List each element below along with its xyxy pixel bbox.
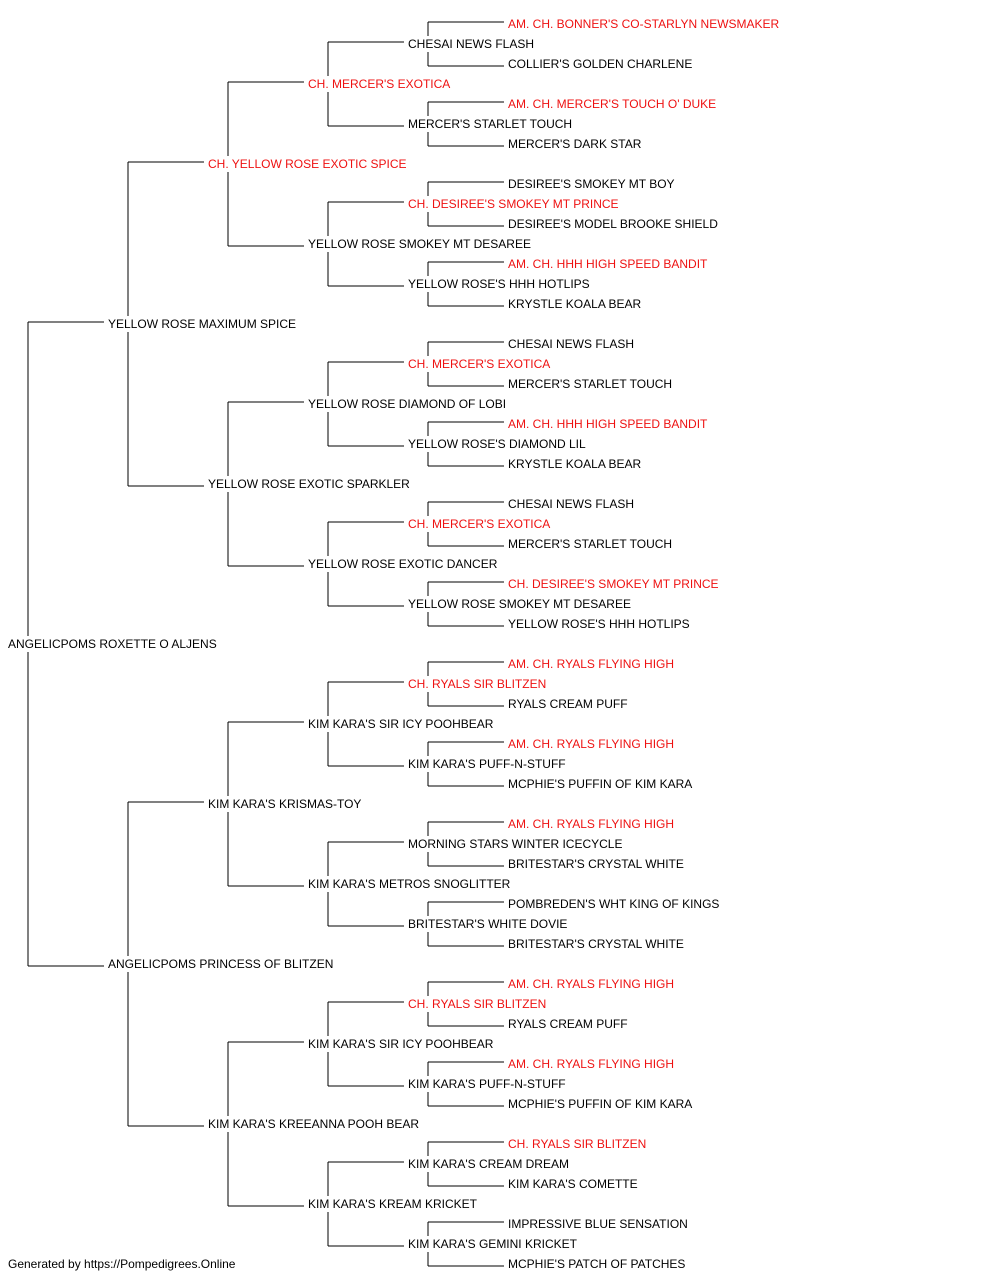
dog-name-gen4: CH. MERCER'S EXOTICA	[408, 517, 551, 531]
dog-name-gen5: CHESAI NEWS FLASH	[508, 497, 635, 511]
dog-name-gen4: CHESAI NEWS FLASH	[408, 37, 535, 51]
dog-name-gen2: YELLOW ROSE EXOTIC SPARKLER	[208, 477, 410, 491]
dog-name-gen4: BRITESTAR'S WHITE DOVIE	[408, 917, 568, 931]
dog-name-gen5: AM. CH. RYALS FLYING HIGH	[508, 977, 675, 991]
dog-name-gen5: AM. CH. RYALS FLYING HIGH	[508, 737, 675, 751]
dog-name-gen5: RYALS CREAM PUFF	[508, 1017, 628, 1031]
dog-name-gen4: YELLOW ROSE'S DIAMOND LIL	[408, 437, 586, 451]
dog-name-gen5: MCPHIE'S PATCH OF PATCHES	[508, 1257, 686, 1271]
dog-name-gen4: CH. DESIREE'S SMOKEY MT PRINCE	[408, 197, 619, 211]
dog-name-gen5: POMBREDEN'S WHT KING OF KINGS	[508, 897, 720, 911]
dog-name-gen4: MERCER'S STARLET TOUCH	[408, 117, 573, 131]
dog-name-gen1: YELLOW ROSE MAXIMUM SPICE	[108, 317, 297, 331]
dog-name-gen5: MCPHIE'S PUFFIN OF KIM KARA	[508, 1097, 693, 1111]
dog-name-gen5: AM. CH. RYALS FLYING HIGH	[508, 817, 675, 831]
dog-name-gen3: CH. MERCER'S EXOTICA	[308, 77, 451, 91]
dog-name-gen5: KIM KARA'S COMETTE	[508, 1177, 638, 1191]
dog-name-gen5: MERCER'S STARLET TOUCH	[508, 537, 673, 551]
dog-name-gen5: MERCER'S STARLET TOUCH	[508, 377, 673, 391]
dog-name-gen3: YELLOW ROSE SMOKEY MT DESAREE	[308, 237, 531, 251]
dog-name-gen0: ANGELICPOMS ROXETTE O ALJENS	[8, 637, 217, 651]
dog-name-gen5: DESIREE'S MODEL BROOKE SHIELD	[508, 217, 718, 231]
dog-name-gen3: YELLOW ROSE EXOTIC DANCER	[308, 557, 498, 571]
dog-name-gen5: KRYSTLE KOALA BEAR	[508, 457, 642, 471]
dog-name-gen5: CH. RYALS SIR BLITZEN	[508, 1137, 647, 1151]
dog-name-gen5: YELLOW ROSE'S HHH HOTLIPS	[508, 617, 690, 631]
dog-name-gen5: AM. CH. RYALS FLYING HIGH	[508, 657, 675, 671]
dog-name-gen5: AM. CH. BONNER'S CO-STARLYN NEWSMAKER	[508, 17, 780, 31]
dog-name-gen5: AM. CH. HHH HIGH SPEED BANDIT	[508, 257, 708, 271]
dog-name-gen4: CH. RYALS SIR BLITZEN	[408, 677, 547, 691]
dog-name-gen5: DESIREE'S SMOKEY MT BOY	[508, 177, 675, 191]
dog-name-gen5: MERCER'S DARK STAR	[508, 137, 642, 151]
dog-name-gen3: KIM KARA'S SIR ICY POOHBEAR	[308, 1037, 494, 1051]
dog-name-gen5: AM. CH. RYALS FLYING HIGH	[508, 1057, 675, 1071]
dog-name-gen4: CH. RYALS SIR BLITZEN	[408, 997, 547, 1011]
dog-name-gen1: ANGELICPOMS PRINCESS OF BLITZEN	[108, 957, 334, 971]
dog-name-gen4: CH. MERCER'S EXOTICA	[408, 357, 551, 371]
dog-name-gen5: AM. CH. MERCER'S TOUCH O' DUKE	[508, 97, 717, 111]
dog-name-gen5: IMPRESSIVE BLUE SENSATION	[508, 1217, 688, 1231]
dog-name-gen5: CHESAI NEWS FLASH	[508, 337, 635, 351]
dog-name-gen2: CH. YELLOW ROSE EXOTIC SPICE	[208, 157, 407, 171]
dog-name-gen5: AM. CH. HHH HIGH SPEED BANDIT	[508, 417, 708, 431]
generated-by-footer: Generated by https://Pompedigrees.Online	[8, 1257, 236, 1271]
dog-name-gen5: MCPHIE'S PUFFIN OF KIM KARA	[508, 777, 693, 791]
dog-name-gen4: KIM KARA'S PUFF-N-STUFF	[408, 757, 566, 771]
dog-name-gen3: KIM KARA'S KREAM KRICKET	[308, 1197, 477, 1211]
dog-name-gen5: RYALS CREAM PUFF	[508, 697, 628, 711]
dog-name-gen4: YELLOW ROSE SMOKEY MT DESAREE	[408, 597, 631, 611]
dog-name-gen4: YELLOW ROSE'S HHH HOTLIPS	[408, 277, 590, 291]
dog-name-gen5: BRITESTAR'S CRYSTAL WHITE	[508, 857, 684, 871]
dog-name-gen4: KIM KARA'S GEMINI KRICKET	[408, 1237, 577, 1251]
dog-name-gen3: KIM KARA'S SIR ICY POOHBEAR	[308, 717, 494, 731]
dog-name-gen4: KIM KARA'S CREAM DREAM	[408, 1157, 569, 1171]
dog-name-gen5: BRITESTAR'S CRYSTAL WHITE	[508, 937, 684, 951]
dog-name-gen3: YELLOW ROSE DIAMOND OF LOBI	[308, 397, 507, 411]
dog-name-gen3: KIM KARA'S METROS SNOGLITTER	[308, 877, 511, 891]
dog-name-gen5: COLLIER'S GOLDEN CHARLENE	[508, 57, 693, 71]
dog-name-gen4: KIM KARA'S PUFF-N-STUFF	[408, 1077, 566, 1091]
dog-name-gen2: KIM KARA'S KRISMAS-TOY	[208, 797, 362, 811]
dog-name-gen5: CH. DESIREE'S SMOKEY MT PRINCE	[508, 577, 719, 591]
dog-name-gen2: KIM KARA'S KREEANNA POOH BEAR	[208, 1117, 420, 1131]
dog-name-gen5: KRYSTLE KOALA BEAR	[508, 297, 642, 311]
dog-name-gen4: MORNING STARS WINTER ICECYCLE	[408, 837, 623, 851]
